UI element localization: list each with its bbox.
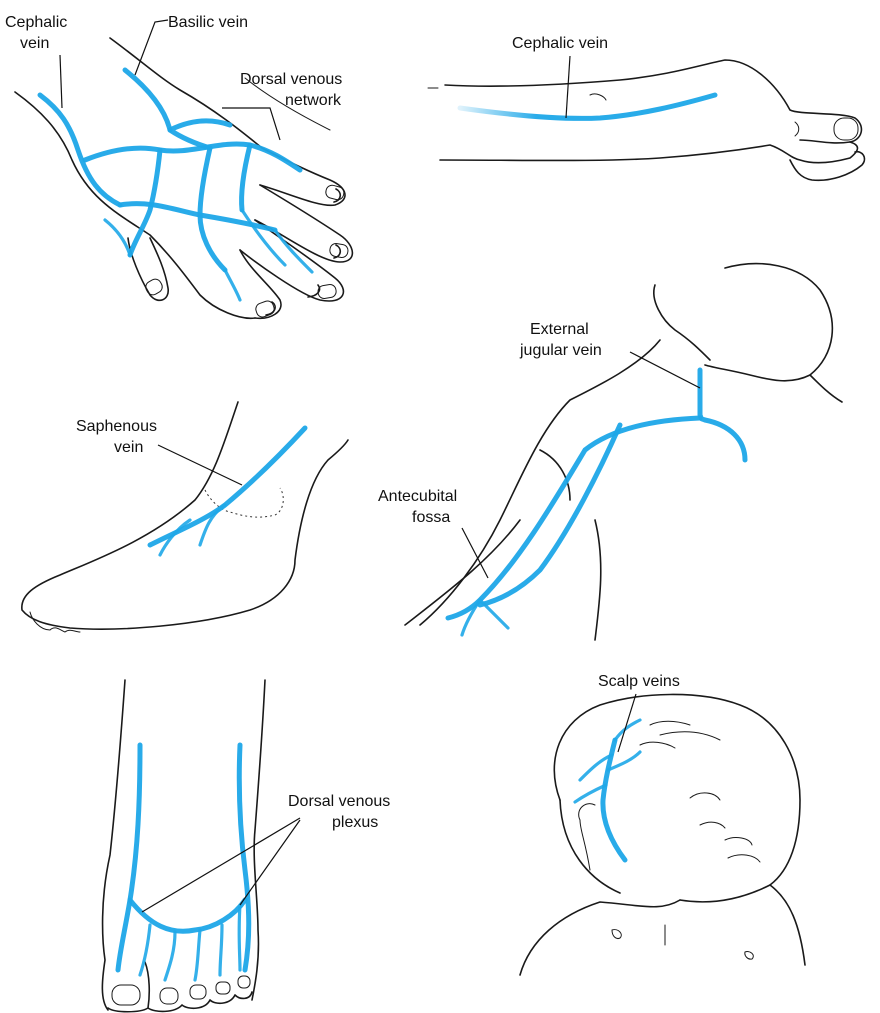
hand-cephalic-label-line2: vein [20,35,49,52]
hand-dorsal-label-line2: network [285,92,342,109]
forearm-cephalic-leader [566,56,570,118]
ankle-labels: Saphenous vein [76,418,242,485]
scalp-veins-label: Scalp veins [598,673,680,690]
hand-basilic-label: Basilic vein [168,14,248,31]
foot-dorsal-label-line2: plexus [332,814,378,831]
hand-network-path [85,144,300,170]
hand-network-path [242,145,250,210]
scalp-labels: Scalp veins [598,673,680,752]
infant-head-outline [520,694,805,975]
saphenous-vein-path [150,428,305,545]
foot-plexus-path [130,900,245,931]
ej-label-line2: jugular vein [519,342,602,359]
saphenous-vein-path [160,505,225,555]
ej-label: External [530,321,589,338]
neck-arm-outline [405,264,842,640]
hand-basilic-leader [135,20,168,75]
foot-panel: Dorsal venous plexus [102,680,390,1012]
hand-dorsal-label: Dorsal venous [240,71,342,88]
foot-labels: Dorsal venous plexus [142,793,390,912]
foot-dorsal-leader-left [142,818,300,912]
hand-cephalic-leader [60,55,62,108]
foot-dorsal-label: Dorsal venous [288,793,390,810]
external-jugular-vein-path [700,370,745,460]
foot-dorsal-leader-right [240,820,300,905]
saphenous-label-line2: vein [114,439,143,456]
forearm-cephalic-label: Cephalic vein [512,35,608,52]
scalp-veins [575,720,640,860]
infant-head-panel: Scalp veins [520,673,805,975]
antecubital-label: Antecubital [378,488,457,505]
neck-arm-labels: External jugular vein Antecubital fossa [378,321,700,578]
saphenous-label: Saphenous [76,418,157,435]
arm-vein-path [462,600,508,635]
forearm-panel: Cephalic vein [428,35,864,180]
forearm-labels: Cephalic vein [512,35,608,118]
hand-panel: Cephalic vein Basilic vein Dorsal venous… [5,14,352,319]
forearm-cephalic-vein-path [460,95,715,118]
forearm-outline [428,60,864,180]
hand-labels: Cephalic vein Basilic vein Dorsal venous… [5,14,342,140]
hand-network-path [105,210,312,300]
foot-veins [118,745,249,980]
neck-arm-panel: External jugular vein Antecubital fossa [378,264,842,640]
saphenous-leader [158,445,242,485]
antecubital-leader [462,528,488,578]
neck-arm-veins [448,370,745,635]
antecubital-label-line2: fossa [412,509,450,526]
hand-network-path [200,148,225,270]
foot-plexus-path [118,745,140,970]
ej-leader [630,352,700,388]
hand-cephalic-label: Cephalic [5,14,67,31]
ankle-panel: Saphenous vein [22,402,348,632]
